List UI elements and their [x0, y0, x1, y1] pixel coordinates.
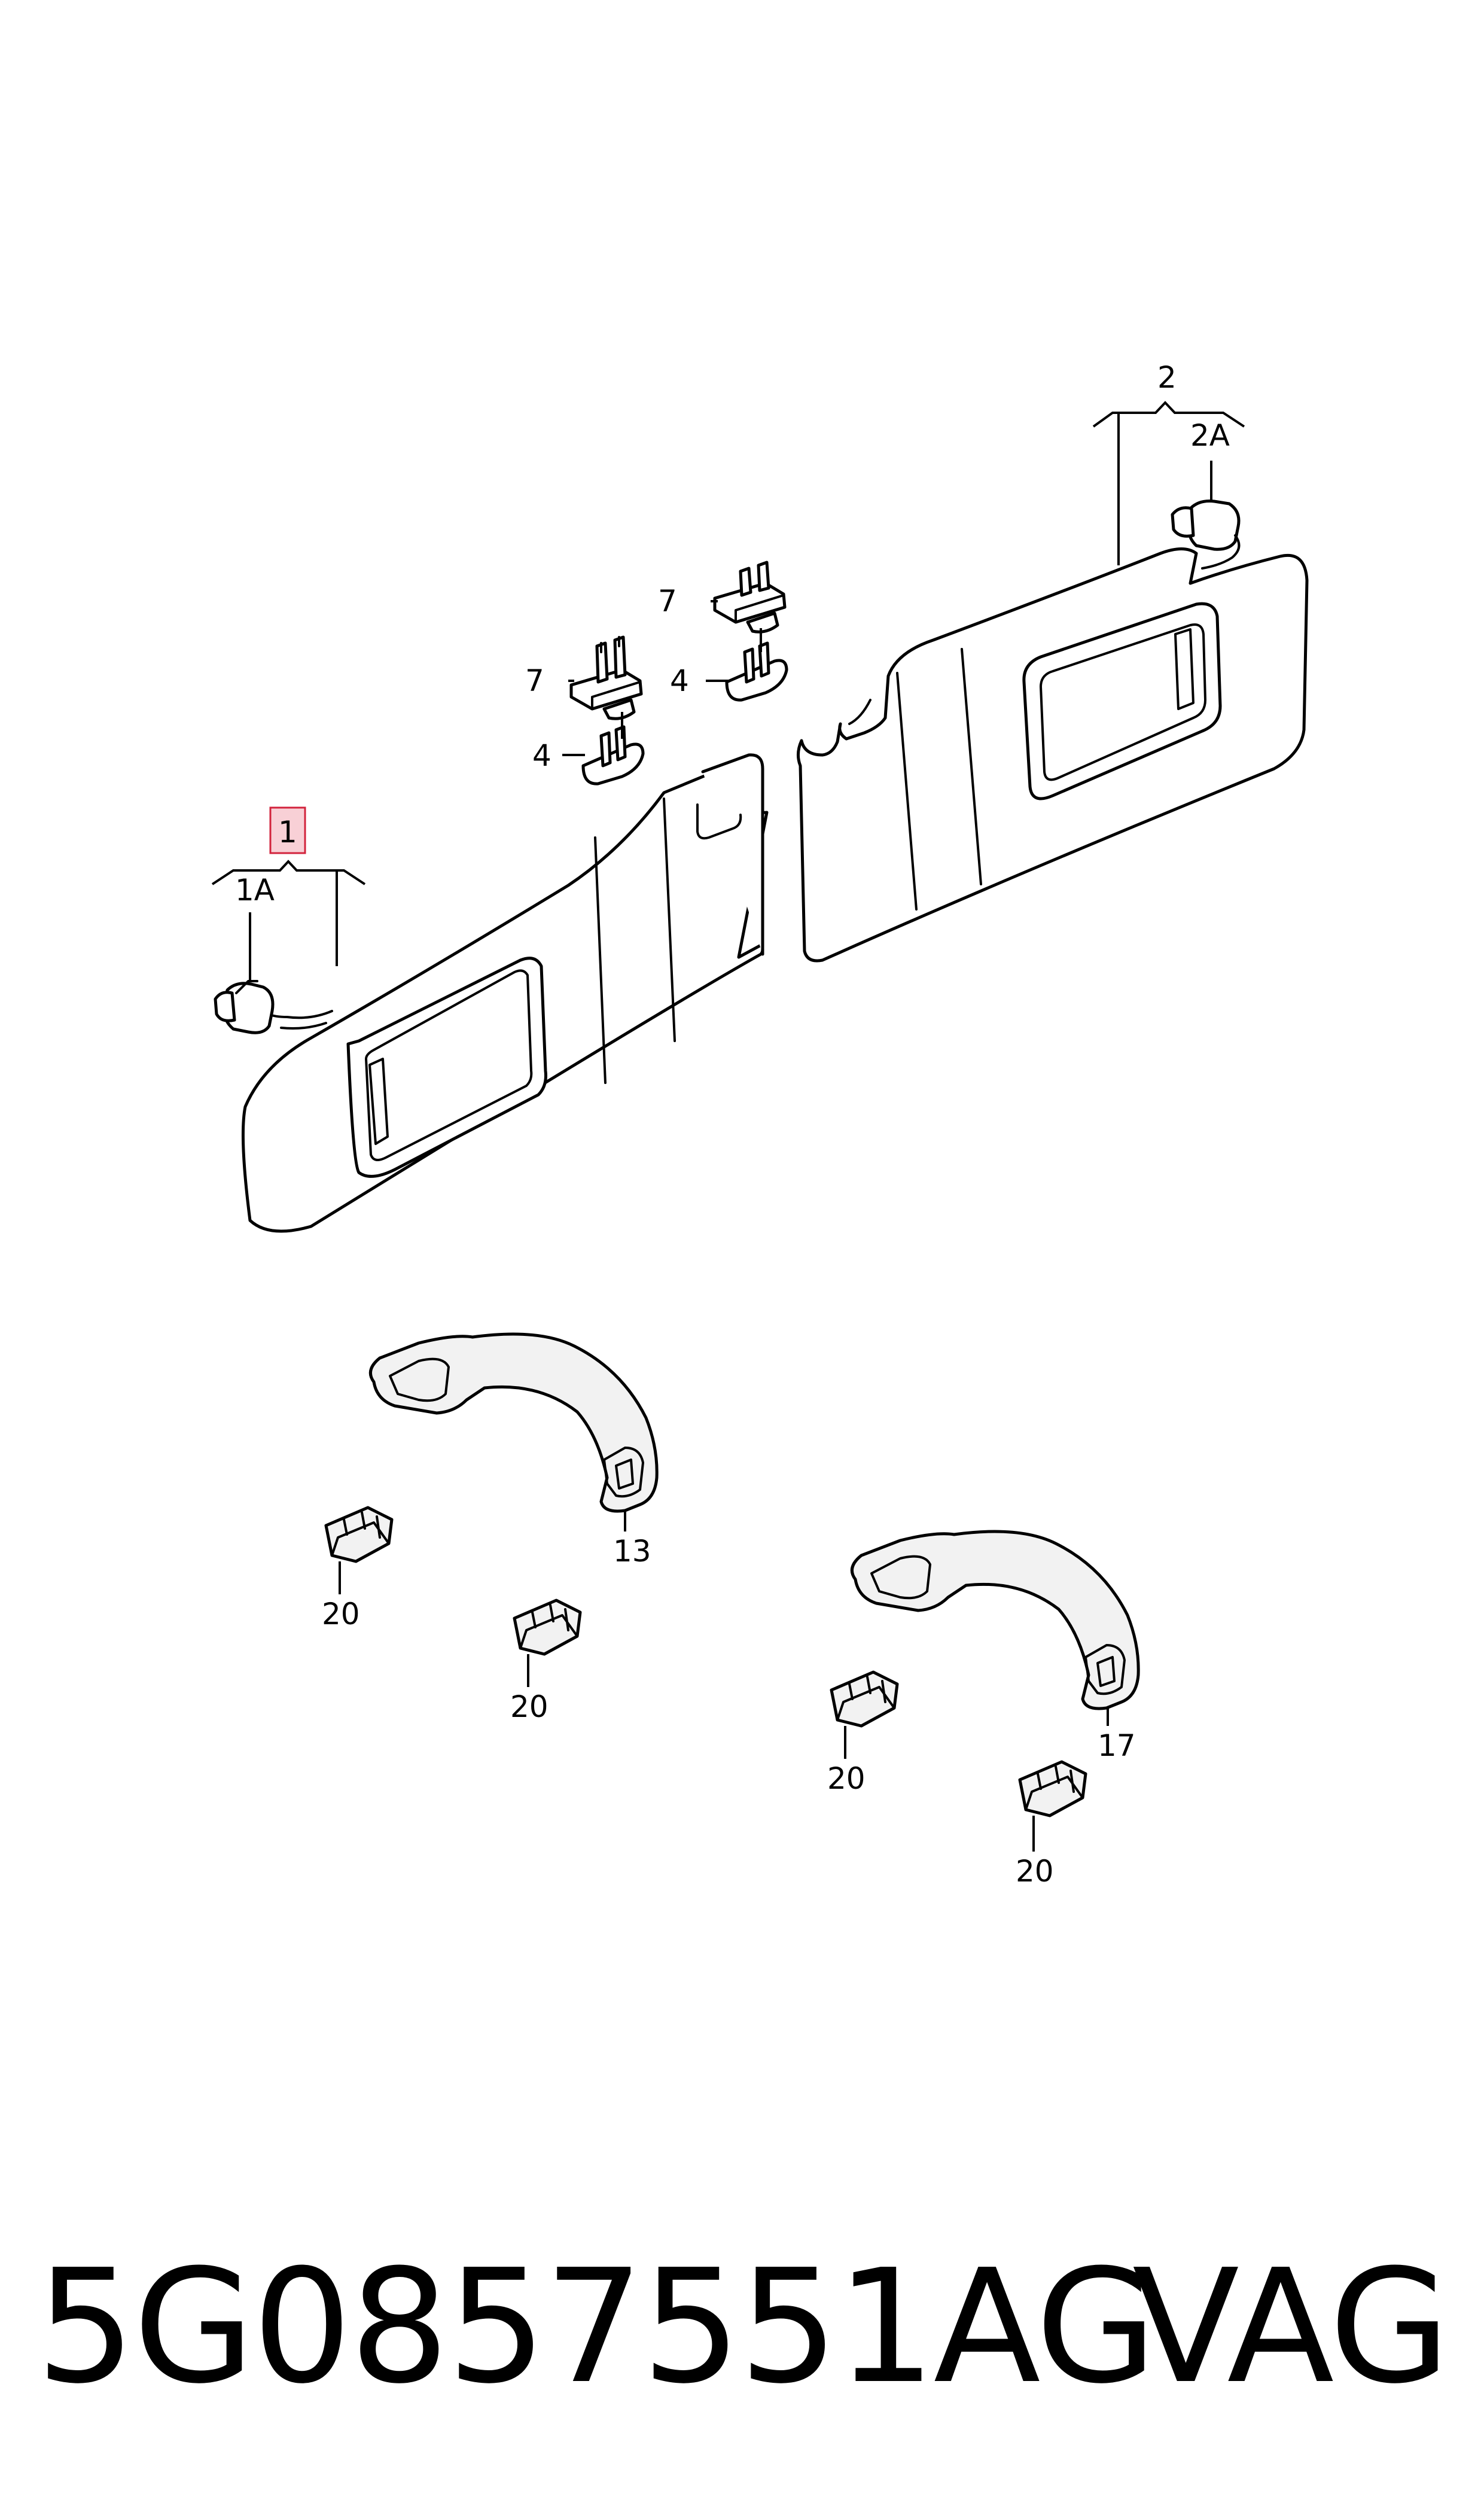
callout-20-a[interactable]: 20	[322, 1597, 360, 1631]
callout-20-b[interactable]: 20	[510, 1689, 548, 1724]
callout-1[interactable]: 1	[278, 815, 297, 850]
callout-2a[interactable]: 2A	[1190, 418, 1230, 453]
callout-7-left[interactable]: 7	[525, 663, 544, 698]
callout-1a[interactable]: 1A	[235, 873, 275, 908]
callout-20-d[interactable]: 20	[1016, 1854, 1054, 1889]
sun-visor-right[interactable]	[797, 547, 1309, 963]
part-number: 5G0857551AG	[36, 2236, 1157, 2418]
clip-20-c[interactable]	[830, 1670, 899, 1728]
sun-visor-left[interactable]	[241, 753, 769, 1233]
callout-2[interactable]: 2	[1157, 360, 1177, 395]
visor-support-4-right[interactable]	[725, 641, 788, 702]
callout-7-right[interactable]: 7	[658, 584, 677, 619]
pivot-mount-1a[interactable]	[214, 980, 275, 1034]
clip-20-a[interactable]	[324, 1506, 394, 1563]
callout-4-left[interactable]: 4	[532, 738, 551, 773]
leader-lines	[211, 401, 1245, 1852]
clip-20-b[interactable]	[513, 1599, 582, 1656]
highlight-box-callout-1	[269, 806, 306, 854]
grab-handle-13[interactable]	[368, 1332, 659, 1513]
footer: 5G0857551AG VAG	[0, 2237, 1484, 2417]
callout-20-c[interactable]: 20	[827, 1761, 866, 1796]
visor-support-7-left[interactable]	[569, 635, 643, 720]
clip-20-d[interactable]	[1018, 1760, 1087, 1817]
callout-4-right[interactable]: 4	[670, 663, 689, 698]
visor-support-4-left[interactable]	[581, 725, 645, 785]
callout-17[interactable]: 17	[1098, 1728, 1136, 1763]
callout-13[interactable]: 13	[613, 1534, 651, 1569]
visor-support-7-right[interactable]	[713, 561, 787, 634]
grab-handle-17[interactable]	[850, 1530, 1140, 1710]
pivot-mount-2a[interactable]	[1171, 500, 1241, 570]
brand-name: VAG	[1132, 2236, 1451, 2418]
